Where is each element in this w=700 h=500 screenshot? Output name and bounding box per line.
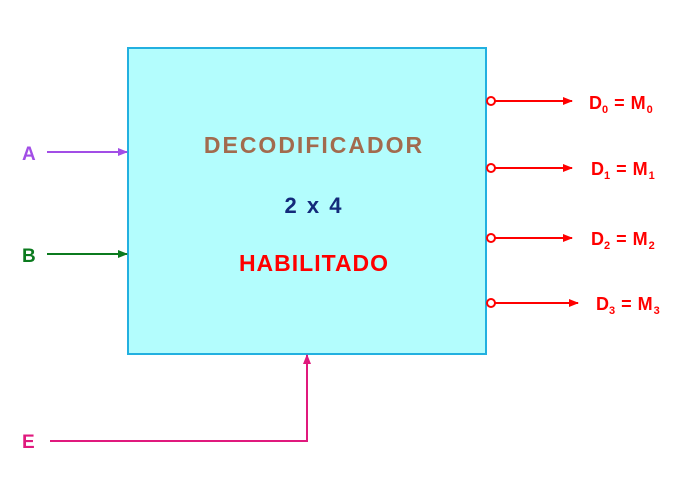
input-e-label: E (22, 432, 35, 453)
output-0-equals: = (614, 93, 625, 113)
output-0-label: D0=M0 (589, 93, 653, 116)
decoder-block (127, 47, 487, 355)
output-2-label: D2=M2 (591, 229, 655, 252)
output-0-m: M (631, 93, 646, 113)
output-3-d: D (596, 294, 609, 314)
output-1-inversion-bubble (486, 163, 496, 173)
output-0-m-index: 0 (647, 104, 653, 116)
input-a-label: A (22, 144, 36, 165)
output-1-d: D (591, 159, 604, 179)
output-3-m: M (638, 294, 653, 314)
output-3-inversion-bubble (486, 298, 496, 308)
output-0-inversion-bubble (486, 96, 496, 106)
output-2-inversion-bubble (486, 233, 496, 243)
output-2-m: M (633, 229, 648, 249)
output-0-d: D (589, 93, 602, 113)
enable-wire (50, 354, 311, 442)
output-2-equals: = (616, 229, 627, 249)
output-3-label: D3=M3 (596, 294, 660, 317)
decoder-title: DECODIFICADOR (204, 132, 424, 158)
output-2-d: D (591, 229, 604, 249)
input-b-label: B (22, 246, 36, 267)
output-1-m: M (633, 159, 648, 179)
output-2-d-index: 2 (604, 240, 610, 252)
output-1-d-index: 1 (604, 170, 610, 182)
output-1-m-index: 1 (649, 170, 655, 182)
output-2-m-index: 2 (649, 240, 655, 252)
decoder-size: 2 x 4 (285, 193, 343, 218)
output-1-equals: = (616, 159, 627, 179)
output-1-label: D1=M1 (591, 159, 655, 182)
output-3-equals: = (621, 294, 632, 314)
decoder-mode: HABILITADO (239, 250, 389, 276)
output-0-d-index: 0 (602, 104, 608, 116)
output-3-d-index: 3 (609, 305, 615, 317)
output-3-m-index: 3 (654, 305, 660, 317)
